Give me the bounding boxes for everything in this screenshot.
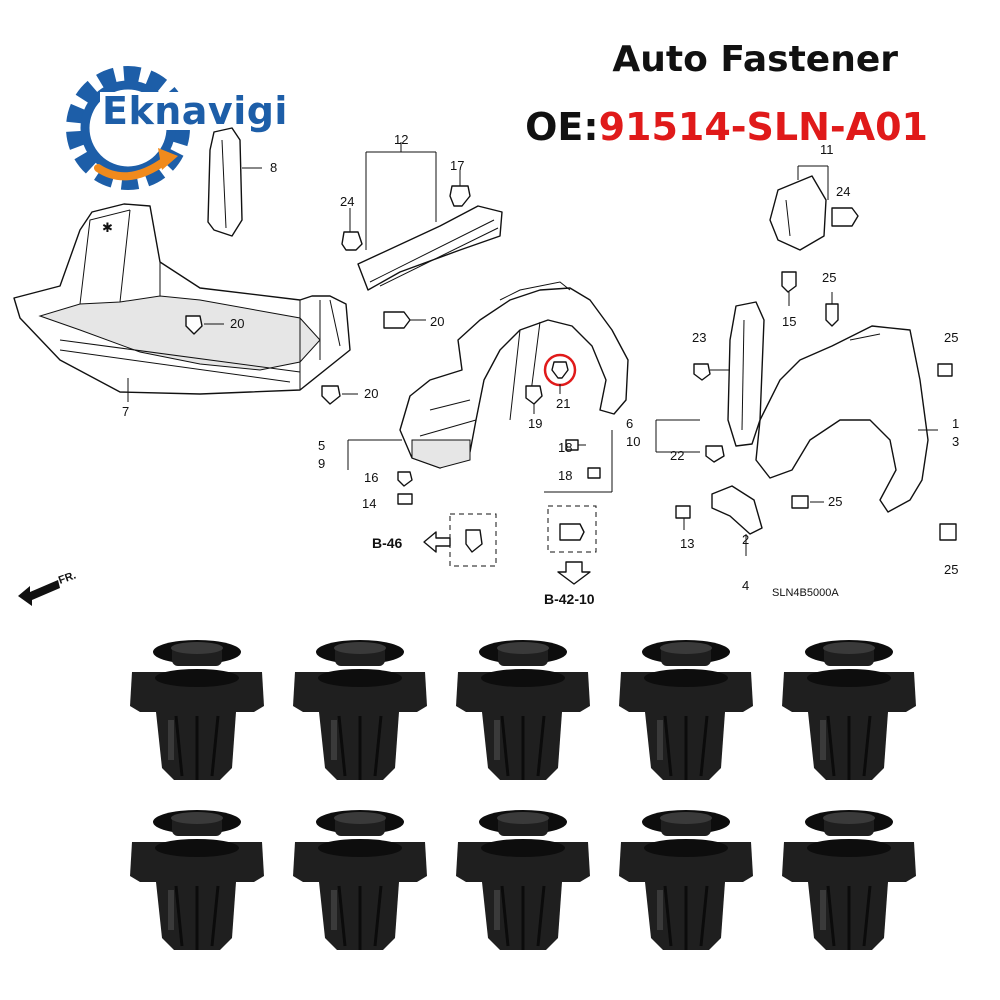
part-24-clip bbox=[341, 208, 363, 251]
part-12-bracket bbox=[357, 142, 503, 291]
part-25-clip-a bbox=[825, 292, 839, 327]
callout-5: 5 bbox=[318, 438, 325, 453]
arrow-left-icon bbox=[423, 531, 451, 553]
callout-19: 19 bbox=[528, 416, 542, 431]
drawing-code: SLN4B5000A bbox=[772, 587, 839, 599]
part-25-clip-b bbox=[937, 363, 953, 377]
callout-3: 3 bbox=[952, 434, 959, 449]
callout-17: 17 bbox=[450, 158, 464, 173]
part-18-screw-lower bbox=[587, 467, 601, 479]
retainer-clip-photo bbox=[619, 640, 753, 780]
retainer-clip-photo bbox=[130, 640, 264, 780]
part-21-highlight bbox=[543, 353, 577, 394]
retainer-clip-photo bbox=[130, 810, 264, 950]
oe-prefix: OE: bbox=[525, 105, 599, 149]
part-25-clip-c bbox=[791, 495, 824, 509]
retainer-clip-photo bbox=[619, 810, 753, 950]
callout-18: 18 bbox=[558, 468, 572, 483]
part-25-clip-d bbox=[939, 523, 957, 541]
callout-20: 20 bbox=[430, 314, 444, 329]
part-23-clip bbox=[693, 363, 730, 381]
part-24-clip-right bbox=[831, 207, 859, 227]
part-15-clip bbox=[781, 271, 797, 306]
oe-number: OE:91514-SLN-A01 bbox=[525, 108, 928, 146]
callout-14: 14 bbox=[362, 496, 376, 511]
callout-9: 9 bbox=[318, 456, 325, 471]
callout-1: 1 bbox=[952, 416, 959, 431]
callout-15: 15 bbox=[782, 314, 796, 329]
callout-25: 25 bbox=[828, 494, 842, 509]
part-2-bracket bbox=[711, 485, 763, 556]
detail-box-left bbox=[449, 513, 497, 567]
ref-b46: B-46 bbox=[372, 535, 403, 551]
part-7-undercover: ✱ bbox=[13, 203, 351, 402]
part-fender-liner bbox=[399, 281, 629, 469]
callout-20: 20 bbox=[364, 386, 378, 401]
swoosh-arrow-icon bbox=[94, 148, 178, 181]
callout-4: 4 bbox=[742, 578, 749, 593]
front-arrow-icon bbox=[18, 580, 60, 606]
callout-11: 11 bbox=[820, 142, 834, 157]
ref-b42-10: B-42-10 bbox=[544, 591, 595, 607]
arrow-down-icon bbox=[557, 561, 591, 585]
part-20-clip-b bbox=[383, 311, 426, 329]
callout-25: 25 bbox=[944, 330, 958, 345]
callout-10: 10 bbox=[626, 434, 640, 449]
retainer-clip-photo bbox=[782, 810, 916, 950]
callout-18: 18 bbox=[558, 440, 572, 455]
part-22-clip bbox=[705, 445, 725, 463]
retainer-clip-photo bbox=[456, 810, 590, 950]
callout-12: 12 bbox=[394, 132, 408, 147]
part-16-clip bbox=[397, 471, 413, 487]
callout-2: 2 bbox=[742, 532, 749, 547]
clip-photo-grid bbox=[0, 620, 1000, 1000]
callout-20: 20 bbox=[230, 316, 244, 331]
brand-logo-text: Eknavigi bbox=[100, 89, 290, 133]
callout-25: 25 bbox=[822, 270, 836, 285]
callout-6: 6 bbox=[626, 416, 633, 431]
part-20-clip-a bbox=[185, 315, 224, 335]
product-title: Auto Fastener bbox=[612, 39, 898, 80]
part-17-fastener bbox=[449, 170, 471, 207]
callout-16: 16 bbox=[364, 470, 378, 485]
part-18-screw-upper bbox=[565, 439, 586, 451]
callout-7: 7 bbox=[122, 404, 129, 419]
callout-labels: 1234567891011121314151617181920212223242… bbox=[122, 132, 959, 593]
svg-text:✱: ✱ bbox=[102, 220, 113, 235]
retainer-clip-photo bbox=[782, 640, 916, 780]
parts-diagram: ✱ bbox=[13, 127, 959, 607]
part-19-clip bbox=[525, 385, 543, 414]
part-11-bracket bbox=[769, 165, 829, 251]
retainer-clip-photo bbox=[456, 640, 590, 780]
front-label: FR. bbox=[57, 569, 78, 586]
retainer-clip-photo bbox=[293, 810, 427, 950]
detail-box-bottom bbox=[547, 505, 597, 553]
retainer-clip-photo bbox=[293, 640, 427, 780]
part-fender bbox=[755, 325, 938, 513]
oe-code: 91514-SLN-A01 bbox=[598, 105, 928, 149]
callout-21: 21 bbox=[556, 396, 570, 411]
callout-24: 24 bbox=[340, 194, 354, 209]
callout-13: 13 bbox=[680, 536, 694, 551]
callout-24: 24 bbox=[836, 184, 850, 199]
part-20-clip-c bbox=[321, 385, 358, 405]
part-14-clip bbox=[397, 493, 413, 505]
part-8-bracket bbox=[207, 127, 262, 237]
callout-22: 22 bbox=[670, 448, 684, 463]
callout-25: 25 bbox=[944, 562, 958, 577]
part-22-bracket bbox=[727, 301, 765, 447]
callout-8: 8 bbox=[270, 160, 277, 175]
part-13-clip bbox=[675, 505, 691, 530]
callout-23: 23 bbox=[692, 330, 706, 345]
